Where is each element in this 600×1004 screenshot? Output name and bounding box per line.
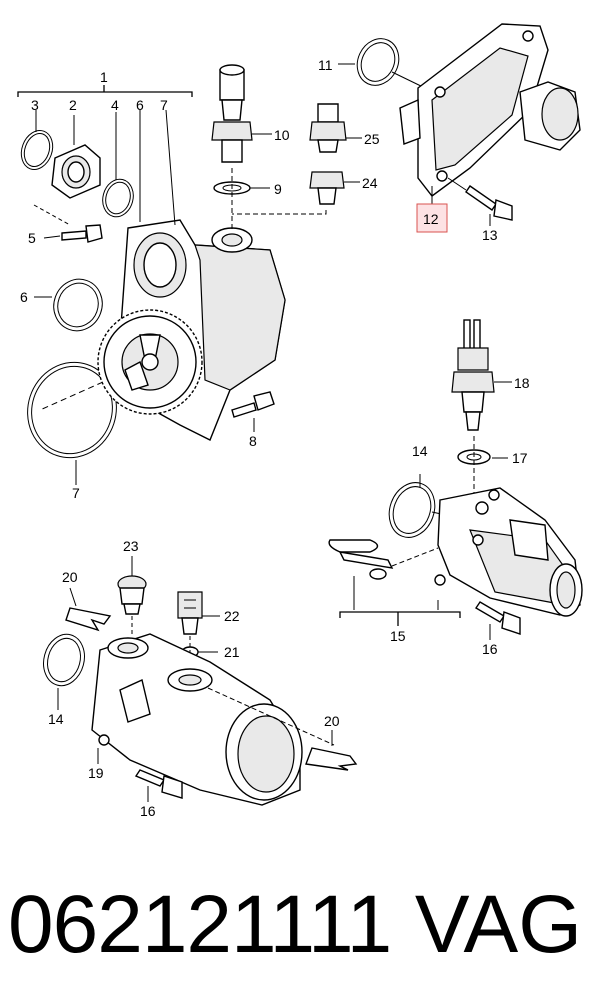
callout-4: 4 [111,97,119,113]
callout-16-right: 16 [482,641,498,657]
callout-5: 5 [28,230,36,246]
group-1-bracket [17,85,193,97]
callout-11: 11 [318,57,333,73]
callout-14-right: 14 [412,443,428,459]
callout-24: 24 [362,175,378,191]
bolt-5 [33,204,103,243]
callout-17: 17 [512,450,528,466]
bolt-13 [447,177,513,226]
o-ring-3 [20,110,54,170]
adapter-24 [232,171,360,215]
callout-18: 18 [514,375,530,391]
pump-gear [97,309,203,415]
part-number: 062121111 [8,879,392,970]
callout-20-right: 20 [324,713,340,729]
callout-12: 12 [423,211,439,227]
callout-1: 1 [100,69,108,85]
bolt-8 [231,391,275,432]
callout-23: 23 [123,538,139,554]
exploded-parts-diagram: 1 3 2 4 6 7 5 6 7 8 10 9 25 24 11 12 13 … [17,23,583,819]
o-ring-7 [27,361,117,485]
fitting-10 [211,64,272,163]
seal-17 [457,436,508,512]
callout-9: 9 [274,181,282,197]
coolant-flange-left [91,633,335,806]
brand-name: VAG [414,879,582,970]
sensor-22 [177,591,220,635]
callout-20-left: 20 [62,569,78,585]
coolant-flange-right [434,487,583,617]
bolt-16-left [134,769,183,802]
callout-7-top: 7 [160,97,168,113]
callout-15: 15 [390,628,406,644]
o-ring-4 [102,112,134,218]
callout-8: 8 [249,433,257,449]
callout-21: 21 [224,644,240,660]
clip-20-left [65,587,112,632]
callout-2: 2 [69,97,77,113]
callout-6: 6 [20,289,28,305]
temp-sensor-18 [451,319,512,431]
callout-19: 19 [88,765,104,781]
sensor-25 [309,103,362,153]
callout-22: 22 [224,608,240,624]
seal-9 [213,168,270,232]
callout-14-left: 14 [48,711,64,727]
group-15-bracket [339,576,461,626]
callout-3: 3 [31,97,39,113]
callout-25: 25 [364,131,380,147]
o-ring-11 [338,38,426,89]
callout-16-left: 16 [140,803,156,819]
clip-20-right [305,730,358,771]
highlight-box-12 [416,203,448,233]
clip-15 [328,539,439,580]
callout-6-top: 6 [136,97,144,113]
callout-7: 7 [72,485,80,501]
flange-12 [399,23,581,204]
callout-13: 13 [482,227,498,243]
o-ring-6 [34,278,103,332]
plug-23 [117,556,147,636]
bolt-16-right [475,601,521,640]
callout-10: 10 [274,127,290,143]
flange-2 [51,115,101,199]
footer: 062121111 VAG [0,870,600,980]
o-ring-14-left [43,633,85,710]
